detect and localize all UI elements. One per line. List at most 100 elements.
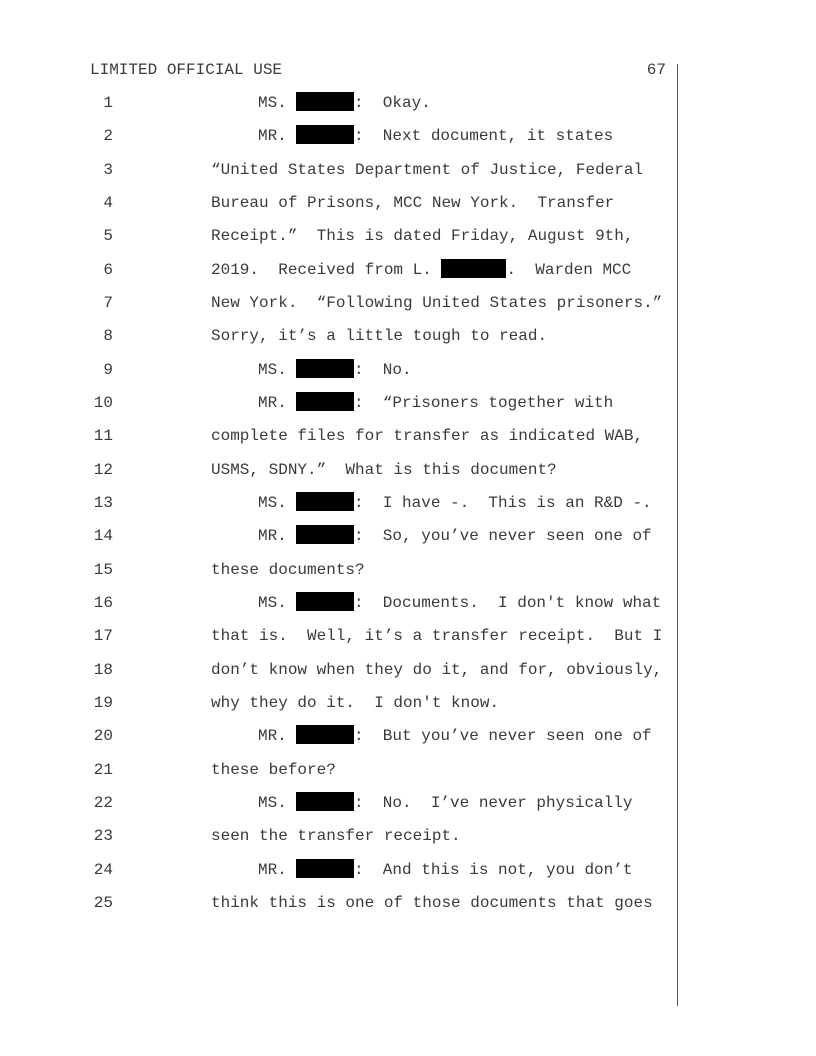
redaction-box [296, 791, 354, 811]
line-text: MS. : Documents. I don't know what [258, 587, 661, 619]
line-number: 10 [93, 393, 113, 412]
redaction-box [296, 491, 354, 511]
line-text: Sorry, it’s a little tough to read. [211, 320, 547, 352]
line-text: USMS, SDNY.” What is this document? [211, 454, 557, 486]
line-text-before: “United States Department of Justice, Fe… [211, 160, 644, 179]
page-header-classification: LIMITED OFFICIAL USE [90, 61, 283, 79]
line-text: MR. : So, you’ve never seen one of [258, 520, 652, 552]
line-text-after: : Next document, it states [354, 127, 614, 146]
line-text: complete files for transfer as indicated… [211, 420, 643, 452]
line-text-before: seen the transfer receipt. [211, 827, 461, 846]
line-text: “United States Department of Justice, Fe… [211, 154, 643, 186]
line-text-after: . Warden MCC [506, 260, 632, 279]
redaction-box [296, 525, 354, 545]
line-text: these documents? [211, 554, 365, 586]
line-number: 25 [93, 893, 113, 912]
line-text: that is. Well, it’s a transfer receipt. … [211, 620, 662, 652]
line-text-before: MS. [258, 94, 297, 112]
line-number: 4 [103, 193, 113, 212]
line-number: 14 [93, 527, 113, 546]
line-text-after: : But you’ve never seen one of [354, 727, 652, 746]
line-number: 17 [93, 627, 113, 646]
line-text-before: MS. [258, 793, 297, 812]
line-text-after: : Okay. [354, 94, 431, 112]
line-number: 23 [93, 827, 113, 846]
line-number: 7 [103, 293, 113, 312]
line-text: Bureau of Prisons, MCC New York. Transfe… [211, 187, 614, 219]
redaction-box [296, 92, 354, 111]
line-number: 20 [93, 727, 113, 746]
line-text: MR. : But you’ve never seen one of [258, 720, 652, 752]
line-number: 18 [93, 660, 113, 679]
line-text-after: : And this is not, you don’t [354, 860, 633, 879]
redaction-box [296, 391, 354, 411]
line-number: 2 [103, 127, 113, 146]
margin-rule [677, 64, 678, 1006]
line-text: MR. : And this is not, you don’t [258, 854, 632, 886]
redaction-box [296, 358, 354, 378]
line-text-before: MR. [258, 127, 297, 146]
line-text-before: these before? [211, 760, 336, 779]
line-number: 13 [93, 493, 113, 512]
line-text-before: think this is one of those documents tha… [211, 893, 653, 912]
line-number: 16 [93, 593, 113, 612]
line-text-before: MS. [258, 593, 297, 612]
line-number: 1 [103, 94, 113, 112]
line-text-before: New York. “Following United States priso… [211, 293, 663, 312]
line-text-after: : No. [354, 360, 412, 379]
line-text-before: MR. [258, 860, 297, 879]
line-text-before: these documents? [211, 560, 365, 579]
line-text-before: don’t know when they do it, and for, obv… [211, 660, 663, 679]
line-text-before: 2019. Received from L. [211, 260, 442, 279]
line-number: 11 [93, 427, 113, 446]
line-text-before: MR. [258, 393, 297, 412]
line-number: 21 [93, 760, 113, 779]
redaction-box [296, 591, 354, 611]
line-text-before: why they do it. I don't know. [211, 693, 500, 712]
line-number: 9 [103, 360, 113, 379]
line-text-before: complete files for transfer as indicated… [211, 427, 644, 446]
line-text-before: that is. Well, it’s a transfer receipt. … [211, 627, 663, 646]
page-number: 67 [646, 61, 666, 79]
redaction-box [296, 125, 354, 145]
line-number: 15 [93, 560, 113, 579]
line-number: 12 [93, 460, 113, 479]
line-text: MS. : I have -. This is an R&D -. [258, 487, 652, 519]
line-text: MS. : No. I’ve never physically [258, 787, 632, 819]
line-text-after: : So, you’ve never seen one of [354, 527, 652, 546]
line-number: 8 [103, 327, 113, 346]
line-text-before: Bureau of Prisons, MCC New York. Transfe… [211, 193, 615, 212]
line-text: MS. : Okay. [258, 87, 431, 119]
line-number: 5 [103, 227, 113, 246]
line-text-before: MS. [258, 493, 297, 512]
line-text-before: Sorry, it’s a little tough to read. [211, 327, 548, 346]
line-text-before: USMS, SDNY.” What is this document? [211, 460, 557, 479]
line-number: 22 [93, 793, 113, 812]
line-text-before: MS. [258, 360, 297, 379]
line-text-before: MR. [258, 527, 297, 546]
line-text: seen the transfer receipt. [211, 820, 461, 852]
redaction-box [296, 858, 354, 878]
line-number: 24 [93, 860, 113, 879]
line-text-after: : I have -. This is an R&D -. [354, 493, 652, 512]
line-text: why they do it. I don't know. [211, 687, 499, 719]
redaction-box [296, 725, 354, 745]
line-text: think this is one of those documents tha… [211, 887, 653, 919]
redaction-box [441, 258, 507, 278]
line-text-before: Receipt.” This is dated Friday, August 9… [211, 227, 634, 246]
line-text-before: MR. [258, 727, 297, 746]
line-text-after: : No. I’ve never physically [354, 793, 633, 812]
line-text: 2019. Received from L. . Warden MCC [211, 254, 631, 286]
line-text: Receipt.” This is dated Friday, August 9… [211, 220, 633, 252]
line-text: MR. : “Prisoners together with [258, 387, 613, 419]
line-text-after: : Documents. I don't know what [354, 593, 662, 612]
line-text-after: : “Prisoners together with [354, 393, 614, 412]
line-number: 19 [93, 693, 113, 712]
line-text: MR. : Next document, it states [258, 120, 613, 152]
line-text: New York. “Following United States priso… [211, 287, 662, 319]
line-number: 3 [103, 160, 113, 179]
line-text: these before? [211, 754, 336, 786]
line-text: don’t know when they do it, and for, obv… [211, 654, 662, 686]
line-number: 6 [103, 260, 113, 279]
line-text: MS. : No. [258, 354, 412, 386]
